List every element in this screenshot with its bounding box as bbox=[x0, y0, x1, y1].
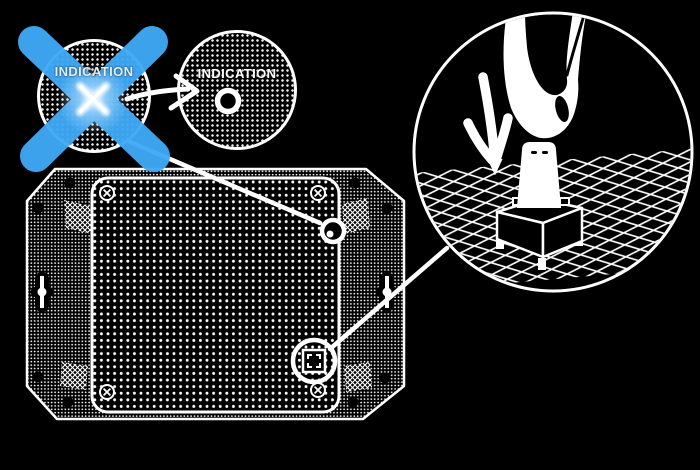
leader-line-button bbox=[327, 245, 450, 352]
corner-texture-patches bbox=[60, 198, 372, 392]
device-back-view bbox=[25, 167, 406, 421]
screw-icon bbox=[99, 384, 115, 400]
screw-hole bbox=[349, 177, 361, 189]
indication-hole bbox=[319, 217, 347, 245]
corner-texture bbox=[64, 200, 92, 234]
detail-circle-outline bbox=[412, 11, 694, 293]
button-marker bbox=[290, 337, 338, 385]
panel-screws bbox=[99, 185, 326, 400]
device-outline bbox=[25, 167, 406, 421]
wrong-indication-callout bbox=[37, 39, 151, 153]
pcb-grid bbox=[415, 146, 691, 290]
device-panel bbox=[90, 176, 341, 414]
screw-hole bbox=[381, 202, 393, 214]
finger-illustration bbox=[503, 14, 587, 139]
screw-icon bbox=[99, 185, 115, 201]
corner-texture bbox=[342, 198, 370, 234]
keyhole-slot-left bbox=[31, 272, 53, 312]
screw-hole bbox=[62, 396, 74, 408]
screw-icon bbox=[310, 382, 326, 398]
screw-hole bbox=[32, 371, 44, 383]
screw-hole bbox=[32, 202, 44, 214]
keyhole-slot-right bbox=[376, 272, 398, 312]
screw-icon bbox=[310, 185, 326, 201]
fingernail bbox=[553, 94, 571, 124]
frame-screw-holes bbox=[32, 177, 393, 408]
zoom-detail-circle bbox=[412, 11, 694, 293]
corner-texture bbox=[344, 362, 372, 392]
screw-hole bbox=[379, 372, 391, 384]
screw-hole bbox=[347, 396, 359, 408]
press-down-arrow-icon bbox=[463, 72, 513, 176]
correct-indication-label: INDICATION bbox=[197, 66, 277, 81]
screw-hole bbox=[64, 177, 76, 189]
wrong-indication-label: INDICATION bbox=[54, 64, 134, 79]
correct-indication-callout bbox=[177, 30, 297, 150]
tact-switch bbox=[495, 142, 584, 270]
corner-texture bbox=[60, 362, 88, 390]
button-plunger bbox=[516, 142, 562, 208]
leader-line-indication bbox=[127, 139, 323, 226]
